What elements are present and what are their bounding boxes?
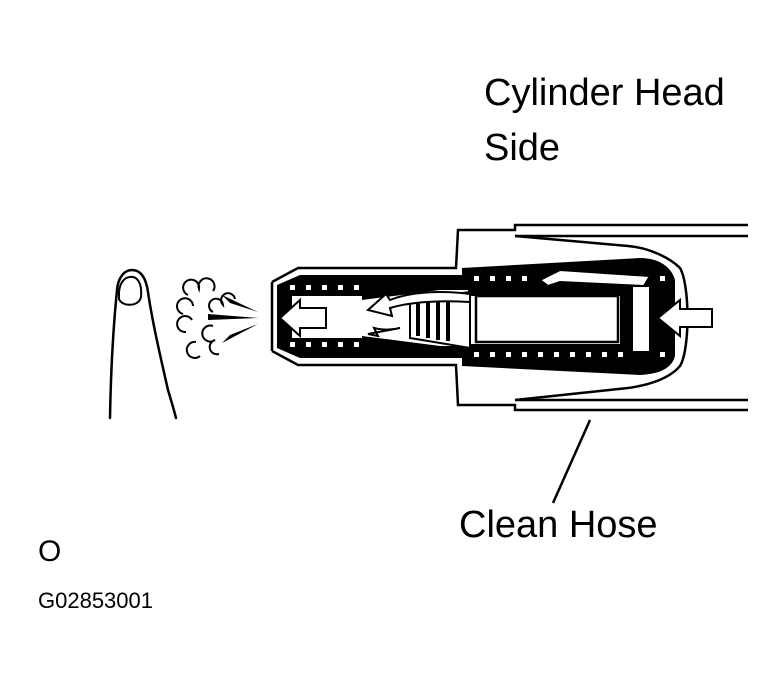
spray-lines [208, 295, 258, 343]
inlet-arrow-icon [656, 297, 713, 339]
air-flow-arrows [278, 268, 713, 339]
return-arrow-icon [538, 268, 652, 288]
cylinder-head-label-line1: Cylinder Head [484, 72, 725, 114]
lower-flow-arrow-icon [367, 326, 401, 338]
outlet-arrow-icon [278, 297, 327, 339]
upper-flow-arrow-icon [365, 291, 471, 318]
marker-label: O [38, 535, 62, 568]
cylinder-head-label-line2: Side [484, 127, 561, 169]
clean-hose-label: Clean Hose [459, 504, 658, 546]
valve-body [270, 223, 748, 412]
figure-code: G02853001 [38, 588, 153, 613]
spring-coils [290, 276, 665, 357]
clean-hose-leader [551, 419, 592, 504]
finger-drawing [108, 268, 178, 420]
air-puff-icon [176, 277, 236, 359]
